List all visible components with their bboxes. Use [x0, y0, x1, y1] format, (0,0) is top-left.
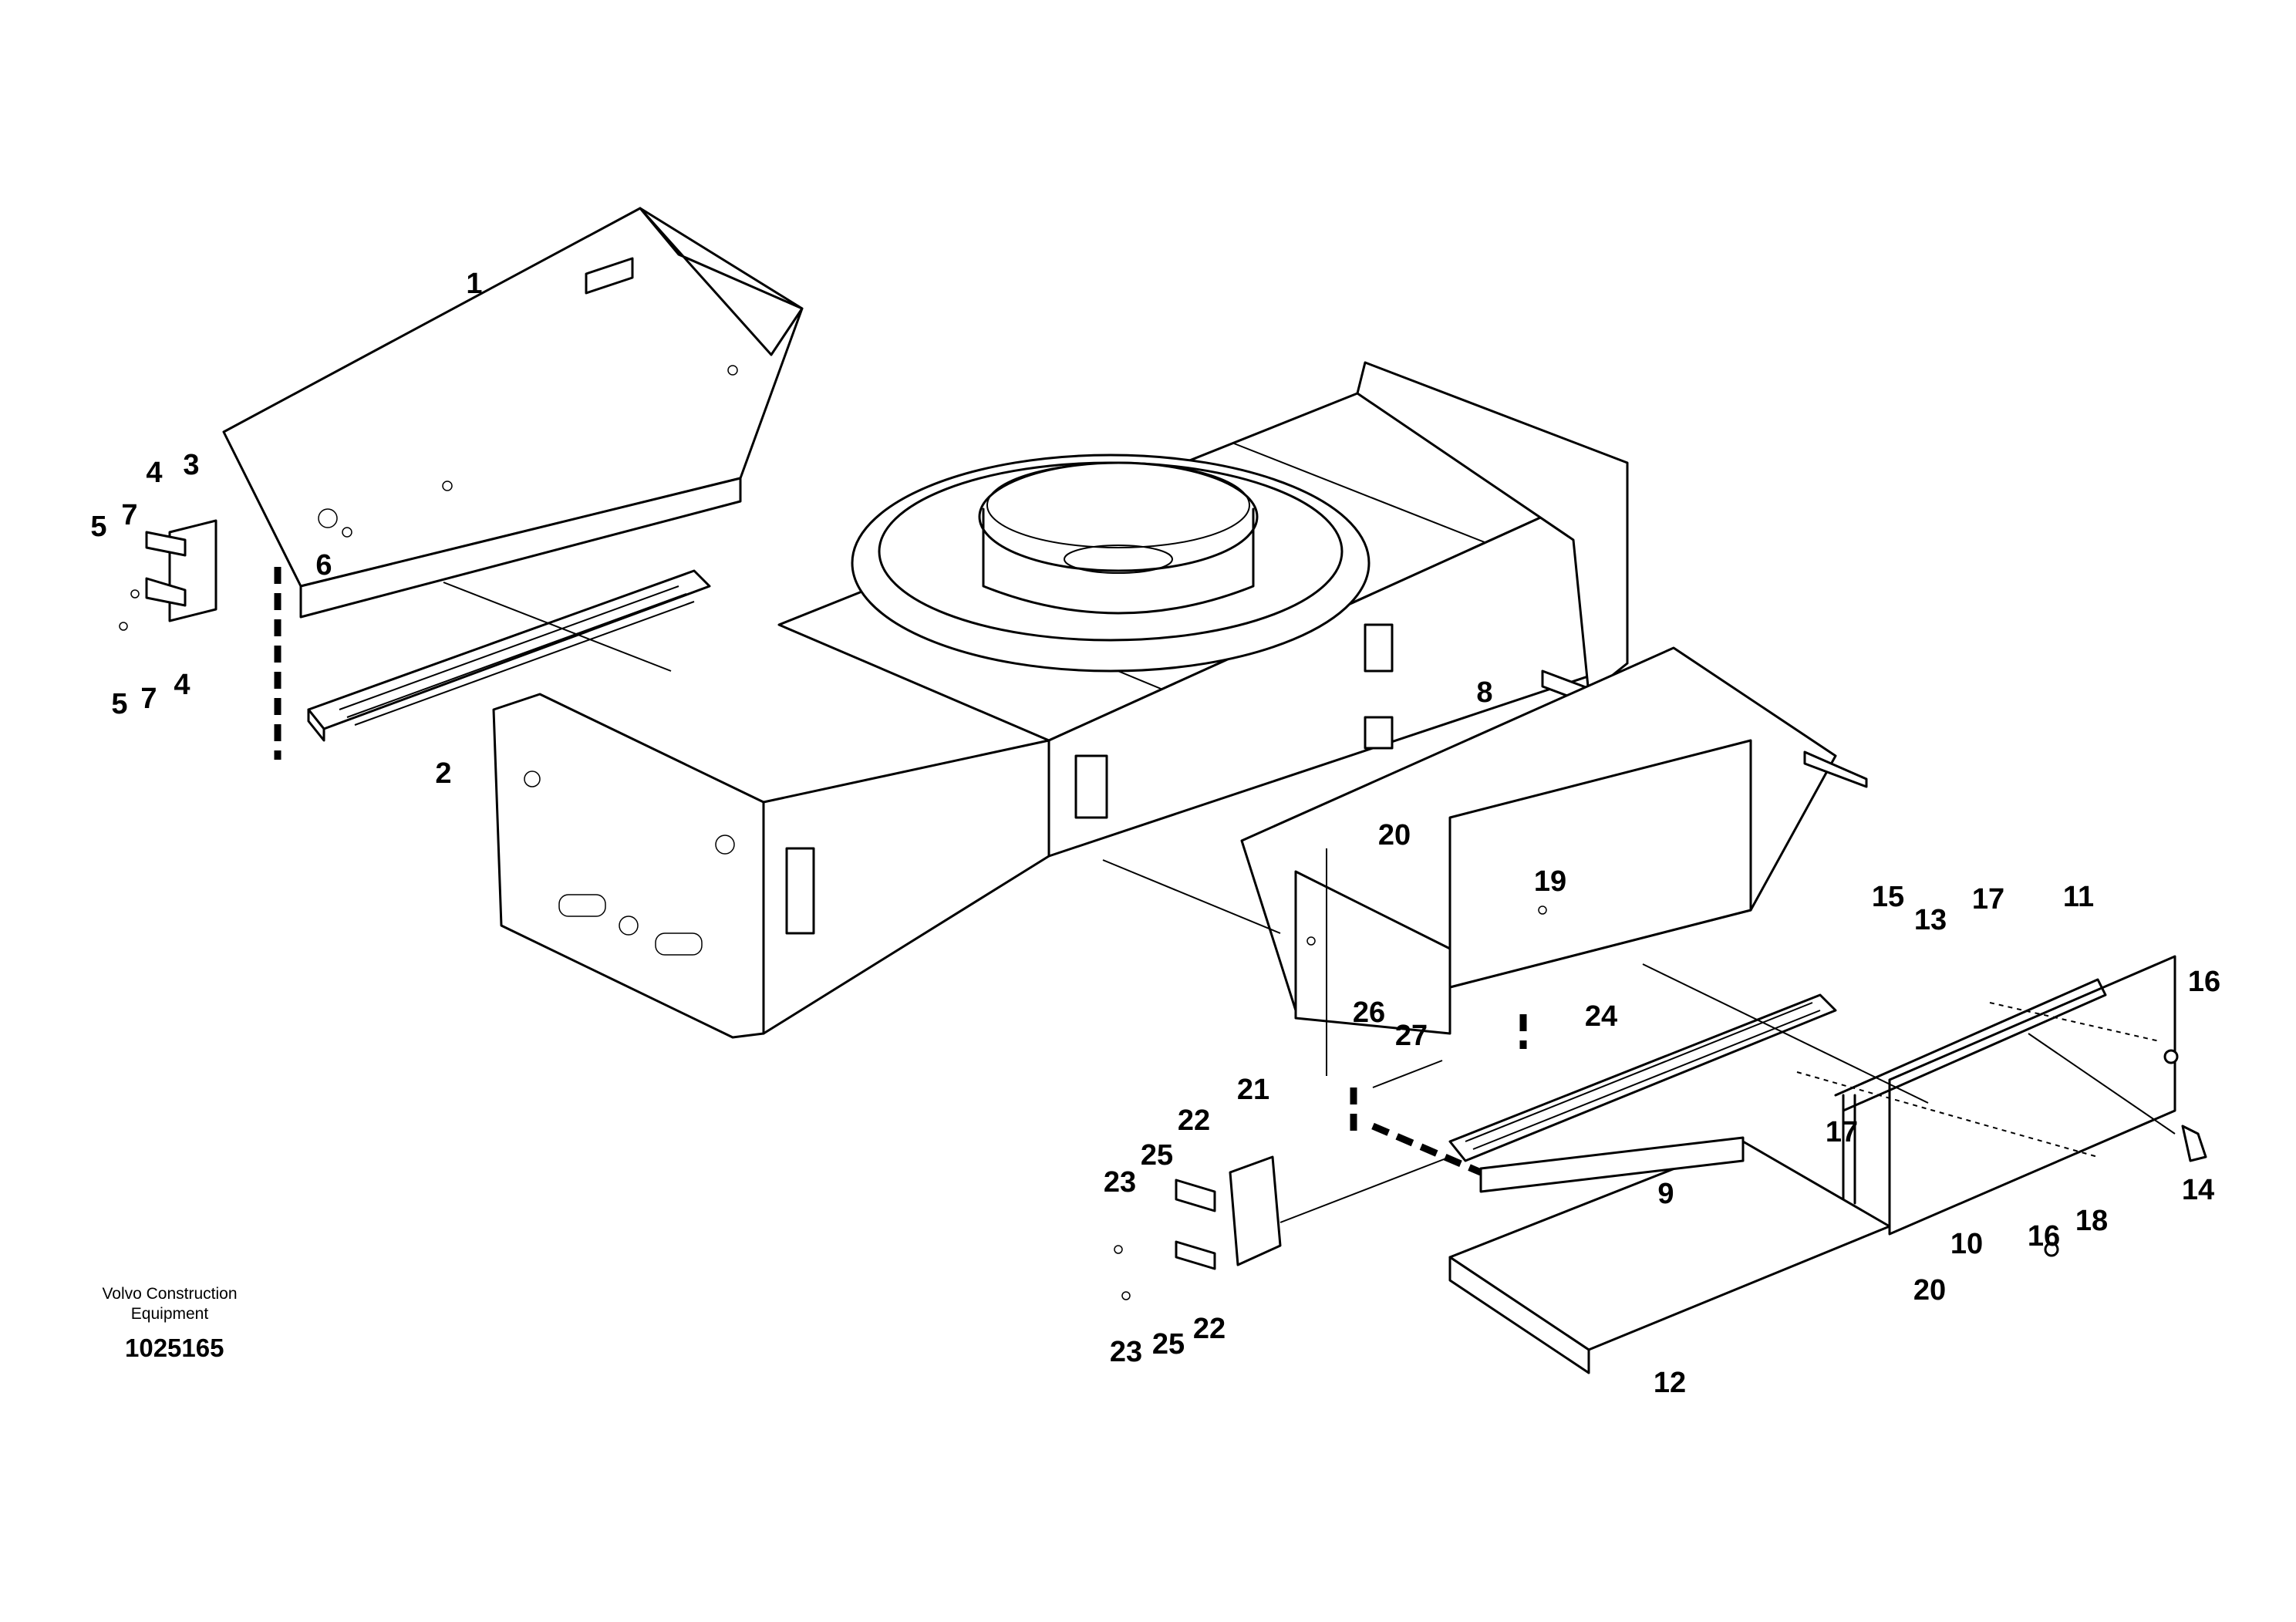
callout-labels: 1 2 3 4 4 5 5 6 7 7 8 9 10 11 12 13 14 1… — [90, 268, 2220, 1399]
callout-23: 23 — [1110, 1336, 1142, 1368]
callout-5: 5 — [90, 511, 106, 543]
callout-14: 14 — [2182, 1174, 2214, 1206]
callout-16: 16 — [2028, 1220, 2060, 1253]
assembly-lines — [274, 567, 2176, 1223]
company-name-line-2: Equipment — [130, 1305, 209, 1323]
company-name-line-1: Volvo Construction — [102, 1285, 238, 1303]
cover-part-1 — [222, 207, 804, 619]
callout-7: 7 — [140, 683, 157, 715]
drawing-number: 1025165 — [125, 1334, 224, 1362]
callout-4: 4 — [146, 457, 162, 489]
callout-20: 20 — [1913, 1274, 1946, 1307]
callout-10: 10 — [1950, 1228, 1983, 1260]
callout-22: 22 — [1178, 1104, 1210, 1137]
callout-16: 16 — [2188, 966, 2220, 998]
callout-1: 1 — [466, 268, 482, 300]
tray-part-12 — [1448, 1136, 1891, 1374]
callout-19: 19 — [1534, 865, 1566, 898]
callout-15: 15 — [1872, 881, 1904, 913]
callout-18: 18 — [2075, 1205, 2108, 1237]
callout-3: 3 — [183, 449, 199, 481]
callout-9: 9 — [1657, 1178, 1674, 1210]
callout-8: 8 — [1476, 676, 1492, 709]
step-part-2 — [307, 569, 711, 742]
callout-24: 24 — [1585, 1000, 1617, 1033]
bracket-part-21-22 — [1114, 1155, 1282, 1300]
callout-12: 12 — [1654, 1367, 1686, 1399]
door-part-10 — [1834, 955, 2207, 1257]
step-part-9 — [1448, 993, 1837, 1162]
callout-4: 4 — [174, 669, 190, 701]
cover-part-8 — [1240, 646, 1868, 1035]
callout-26: 26 — [1353, 996, 1385, 1029]
callout-25: 25 — [1152, 1328, 1185, 1361]
bracket-part-3-4 — [119, 508, 338, 631]
callout-2: 2 — [435, 757, 451, 790]
callout-17: 17 — [1972, 883, 2004, 916]
main-frame — [492, 361, 1629, 1039]
callout-27: 27 — [1395, 1020, 1428, 1052]
callout-5: 5 — [111, 688, 127, 720]
callout-6: 6 — [315, 549, 332, 582]
callout-21: 21 — [1237, 1074, 1269, 1106]
callout-22: 22 — [1193, 1313, 1226, 1345]
callout-11: 11 — [2063, 881, 2094, 913]
callout-7: 7 — [121, 499, 137, 531]
callout-13: 13 — [1914, 904, 1947, 936]
callout-23: 23 — [1104, 1166, 1136, 1199]
callout-25: 25 — [1141, 1139, 1173, 1172]
drawing-caption: Volvo Construction Equipment 1025165 — [85, 1284, 255, 1363]
callout-17: 17 — [1826, 1116, 1858, 1148]
callout-20: 20 — [1378, 819, 1411, 851]
